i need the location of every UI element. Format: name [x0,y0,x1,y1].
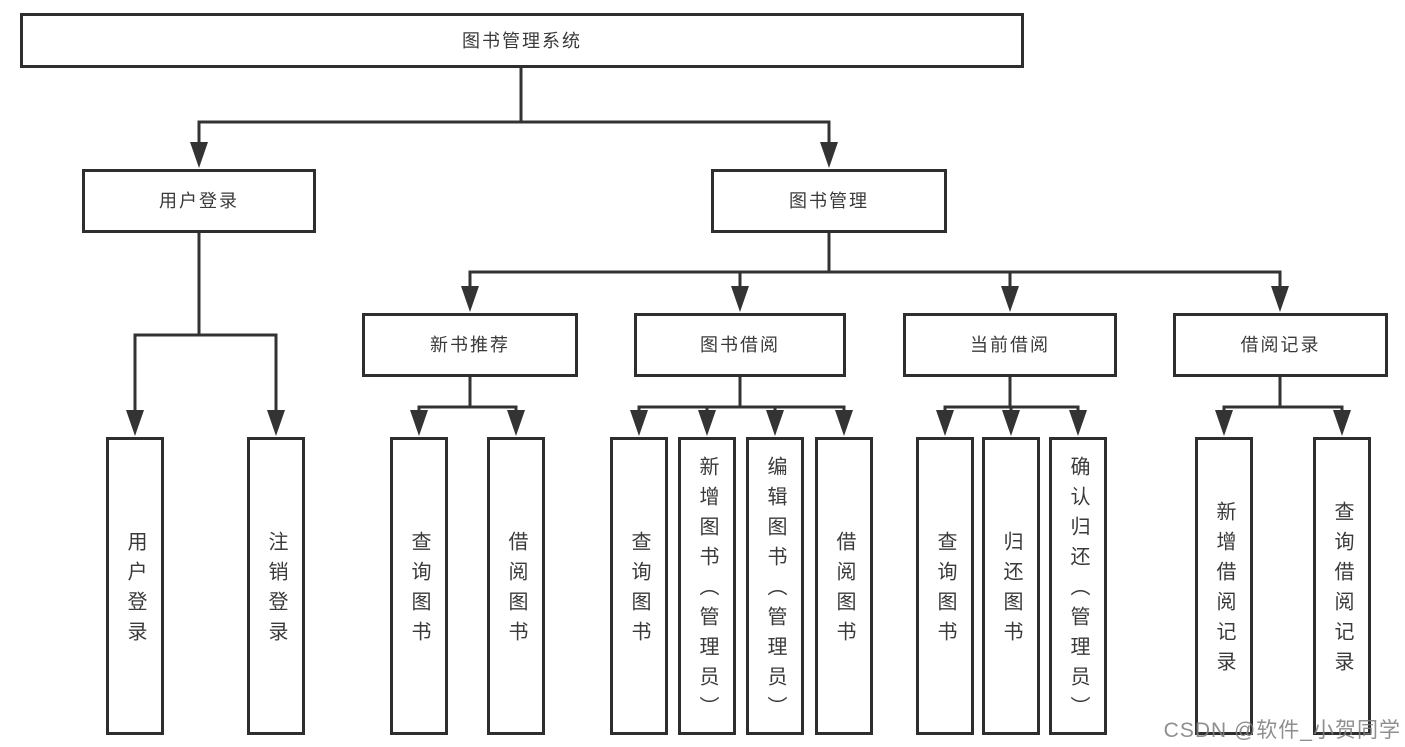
node-user-login: 用户登录 [82,169,316,233]
node-leaf-borrow-books-recommend: 借阅图书 [487,437,545,735]
node-leaf-query-books-recommend: 查询图书 [390,437,448,735]
arrowhead [267,410,285,436]
arrowhead [1069,410,1087,436]
arrowhead [835,410,853,436]
node-new-book-recommendation: 新书推荐 [362,313,578,377]
arrowhead [190,142,208,168]
node-current-borrowing: 当前借阅 [903,313,1117,377]
node-leaf-query-books-current: 查询图书 [916,437,974,735]
node-leaf-user-login: 用户登录 [106,437,164,735]
node-leaf-confirm-return-admin: 确认归还（管理员） [1049,437,1107,735]
arrowhead [507,410,525,436]
node-leaf-return-books: 归还图书 [982,437,1040,735]
node-book-borrowing: 图书借阅 [634,313,846,377]
arrowhead [410,410,428,436]
arrowhead [820,142,838,168]
node-library-management-system: 图书管理系统 [20,13,1024,68]
arrowhead [698,410,716,436]
arrowhead [1333,410,1351,436]
arrowhead [126,410,144,436]
node-leaf-query-borrow-record: 查询借阅记录 [1313,437,1371,735]
node-leaf-query-books-borrowing: 查询图书 [610,437,668,735]
node-book-management: 图书管理 [711,169,947,233]
arrowhead [1215,410,1233,436]
arrowhead [1271,286,1289,312]
node-leaf-borrow-books: 借阅图书 [815,437,873,735]
node-leaf-logout: 注销登录 [247,437,305,735]
node-borrowing-records: 借阅记录 [1173,313,1388,377]
watermark: CSDN @软件_小贺同学 [1163,719,1401,742]
arrowhead [1001,286,1019,312]
node-leaf-add-borrow-record: 新增借阅记录 [1195,437,1253,735]
arrowhead [936,410,954,436]
node-leaf-edit-books-admin: 编辑图书（管理员） [746,437,804,735]
arrowhead [1002,410,1020,436]
node-leaf-add-books-admin: 新增图书（管理员） [678,437,736,735]
arrowhead [461,286,479,312]
arrowhead [766,410,784,436]
arrowhead [630,410,648,436]
arrowhead [731,286,749,312]
